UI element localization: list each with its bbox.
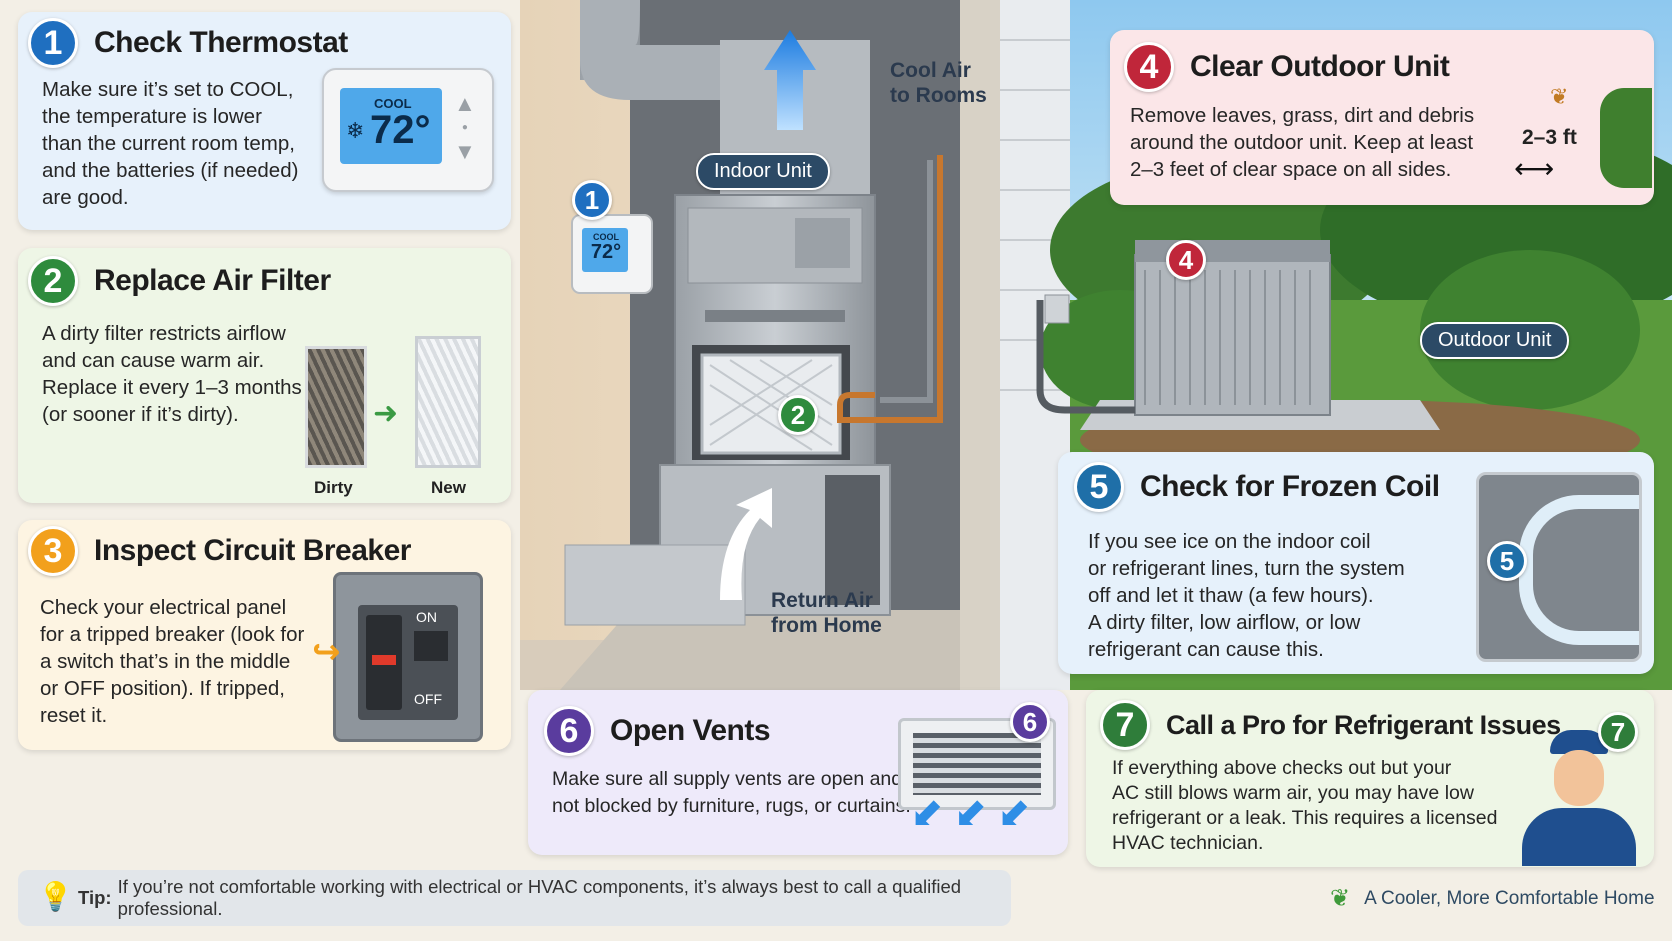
- tripped-breaker: [366, 615, 402, 710]
- step-title: Replace Air Filter: [94, 264, 331, 297]
- return-air-arrow: [720, 488, 772, 600]
- step-number: 1: [28, 18, 78, 68]
- leaf-icon: ❦: [1330, 885, 1351, 912]
- indoor-unit-label: Indoor Unit: [696, 153, 830, 190]
- bush-icon: [1600, 88, 1652, 188]
- step-card-call-pro: 7 Call a Pro for Refrigerant Issues If e…: [1086, 690, 1654, 867]
- vent-badge-6: 6: [1010, 702, 1050, 742]
- tip-text: If you’re not comfortable working with e…: [117, 876, 962, 919]
- step-number: 4: [1124, 42, 1174, 92]
- step-title: Check Thermostat: [94, 26, 348, 59]
- outdoor-unit-label: Outdoor Unit: [1420, 322, 1570, 359]
- step-number: 3: [28, 526, 78, 576]
- step-number: 2: [28, 256, 78, 306]
- new-label: New: [431, 478, 466, 497]
- double-arrow-icon: ⟷: [1514, 153, 1555, 184]
- step-card-outdoor-unit: 4 Clear Outdoor Unit Remove leaves, gras…: [1110, 30, 1654, 205]
- coil-badge-5: 5: [1487, 541, 1527, 581]
- step-card-thermostat: 1 Check Thermostat Make sure it’s set to…: [18, 12, 511, 230]
- lightbulb-icon: 💡: [38, 881, 73, 912]
- snowflake-icon: ❄: [346, 118, 365, 143]
- step-card-air-filter: 2 Replace Air Filter A dirty filter rest…: [18, 248, 511, 503]
- pro-badge-7: 7: [1598, 712, 1638, 752]
- airflow-arrows-icon: ⬋⬋⬋: [910, 791, 1041, 835]
- step-title: Open Vents: [610, 714, 771, 747]
- step-title: Call a Pro for Refrigerant Issues: [1166, 709, 1561, 740]
- curved-arrow-icon: ↪: [312, 633, 341, 671]
- new-filter: [415, 336, 481, 468]
- thermostat-screen: COOL ❄ 72°: [340, 88, 442, 164]
- step-title: Check for Frozen Coil: [1140, 470, 1440, 503]
- tip-label: Tip:: [78, 887, 112, 908]
- step-card-frozen-coil: 5 Check for Frozen Coil If you see ice o…: [1058, 452, 1654, 674]
- step-description: Make sure it’s set to COOL,the temperatu…: [42, 78, 299, 209]
- scene-badge-2: 2: [778, 395, 818, 435]
- arrow-right-icon: ➜: [373, 397, 399, 430]
- step-card-open-vents: 6 Open Vents Make sure all supply vents …: [528, 690, 1068, 855]
- thermostat-device: COOL ❄ 72° ▲ ● ▼: [322, 68, 494, 192]
- step-number: 5: [1074, 462, 1124, 512]
- dot-icon: ●: [461, 122, 468, 133]
- cool-air-arrow: [764, 30, 816, 130]
- icy-pipe: [1519, 495, 1639, 645]
- dirty-filter: [305, 346, 367, 468]
- breaker-switch: [414, 631, 448, 661]
- clearance-label: 2–3 ft: [1522, 126, 1577, 149]
- condenser-unit: [1134, 254, 1331, 416]
- off-label: OFF: [414, 691, 442, 707]
- scene-badge-1: 1: [572, 180, 612, 220]
- technician-avatar: [1514, 726, 1644, 866]
- face-icon: [1554, 750, 1604, 806]
- down-arrow-icon: ▼: [454, 139, 476, 164]
- frozen-coil-image: 5: [1476, 472, 1642, 662]
- uniform-icon: [1522, 808, 1636, 866]
- step-number: 7: [1100, 700, 1150, 750]
- step-number: 6: [544, 706, 594, 756]
- on-label: ON: [416, 609, 437, 625]
- step-title: Inspect Circuit Breaker: [94, 534, 411, 567]
- step-card-circuit-breaker: 3 Inspect Circuit Breaker Check your ele…: [18, 520, 511, 750]
- scene-badge-4: 4: [1166, 240, 1206, 280]
- breaker-panel: ON OFF: [333, 572, 483, 742]
- step-title: Clear Outdoor Unit: [1190, 50, 1450, 83]
- wall-thermostat-display: COOL 72°: [590, 232, 622, 263]
- dirty-label: Dirty: [314, 478, 353, 497]
- thermostat-controls: ▲ ● ▼: [454, 92, 476, 164]
- up-arrow-icon: ▲: [454, 91, 476, 116]
- leaf-icon: ❦: [1550, 84, 1569, 109]
- footer-tagline: ❦ A Cooler, More Comfortable Home: [1330, 885, 1655, 912]
- tip-bar: 💡 Tip: If you’re not comfortable working…: [18, 870, 1011, 926]
